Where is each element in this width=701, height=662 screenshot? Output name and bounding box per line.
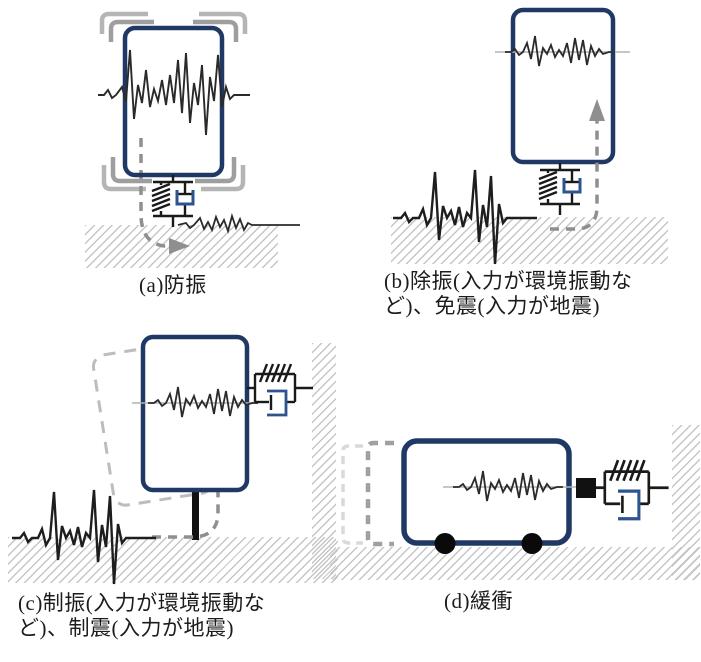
panel-d-graphic xyxy=(341,438,669,554)
caption-c: (c)制振(入力が環境振動な ど)、制震(入力が地震) xyxy=(18,591,265,641)
cart-wheel-left xyxy=(434,533,456,554)
arrowhead-icon xyxy=(169,238,190,254)
caption-b-line1: (b)除振(入力が環境振動な xyxy=(384,269,633,293)
arrowhead-icon xyxy=(589,99,605,121)
buffer-block-d xyxy=(576,478,596,498)
damper-cup-icon xyxy=(175,190,195,206)
input-wave-c xyxy=(12,489,156,585)
wall-hatch-d xyxy=(672,425,700,580)
shake-brackets-icon xyxy=(99,11,248,192)
caption-a: (a)防振 xyxy=(139,273,207,298)
cart-wheel-right xyxy=(521,533,543,554)
caption-c-line2: ど)、制震(入力が地震) xyxy=(18,616,234,640)
support-post-c xyxy=(192,488,199,540)
spring-damper-icon-a xyxy=(151,175,195,227)
wall-hatch-c xyxy=(312,343,336,579)
damper-cup-icon xyxy=(267,389,288,417)
ghost-bracket-inner-d xyxy=(365,440,394,547)
spring-damper-icon-d xyxy=(596,459,669,521)
ghost-bracket-outer-d xyxy=(341,444,363,545)
motion-arrow-b xyxy=(550,99,605,231)
mass-box-c xyxy=(140,334,250,493)
spring-damper-icon-c xyxy=(247,363,313,417)
panel-b-graphic xyxy=(393,7,630,265)
damper-cup-icon xyxy=(618,489,641,521)
motion-arrow-a xyxy=(139,138,190,254)
vibration-wave-a xyxy=(98,49,250,136)
caption-b: (b)除振(入力が環境振動な ど)、免震(入力が地震) xyxy=(384,269,632,319)
vibration-wave-b xyxy=(505,35,615,67)
spring-damper-icon-b xyxy=(538,163,582,215)
caption-a-text: (a)防振 xyxy=(139,273,207,297)
panel-a-graphic xyxy=(98,11,300,254)
ground-wave-a xyxy=(177,212,300,234)
ground-hatch-d xyxy=(330,547,700,580)
panel-c-graphic xyxy=(12,334,313,585)
caption-c-line1: (c)制振(入力が環境振動な xyxy=(18,591,266,615)
caption-d: (d)緩衝 xyxy=(444,589,513,614)
ground-hatch-c xyxy=(8,537,338,583)
vibration-wave-c xyxy=(148,386,258,418)
caption-d-text: (d)緩衝 xyxy=(444,589,513,613)
input-wave-b xyxy=(393,169,537,265)
damper-cup-icon xyxy=(562,178,582,194)
caption-b-line2: ど)、免震(入力が地震) xyxy=(384,294,600,318)
vibration-wave-d xyxy=(453,470,563,502)
mass-box-b xyxy=(510,7,616,165)
